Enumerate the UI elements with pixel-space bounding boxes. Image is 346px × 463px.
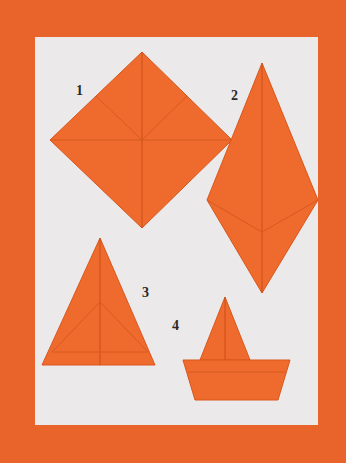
- callout-number: 2: [231, 89, 238, 103]
- fold-line: [207, 200, 318, 232]
- step-1-square: [50, 52, 232, 228]
- kite-paper: [207, 63, 318, 293]
- fold-line: [225, 297, 226, 360]
- diamond-paper: [50, 52, 232, 228]
- step-4-boat: [183, 297, 290, 400]
- fold-line: [262, 63, 263, 293]
- callout-number: 1: [76, 84, 83, 98]
- triangle-paper: [42, 238, 155, 365]
- fold-line: [96, 96, 187, 140]
- fold-line: [52, 352, 148, 353]
- step-3-triangle: [42, 238, 155, 365]
- callout-number: 4: [172, 319, 179, 333]
- fold-line: [188, 372, 286, 373]
- step-2-kite: [207, 63, 318, 293]
- fold-line: [52, 302, 148, 352]
- boat-sail: [200, 297, 250, 360]
- boat-hull: [183, 360, 290, 400]
- callout-number: 3: [142, 286, 149, 300]
- white-panel: [35, 37, 318, 425]
